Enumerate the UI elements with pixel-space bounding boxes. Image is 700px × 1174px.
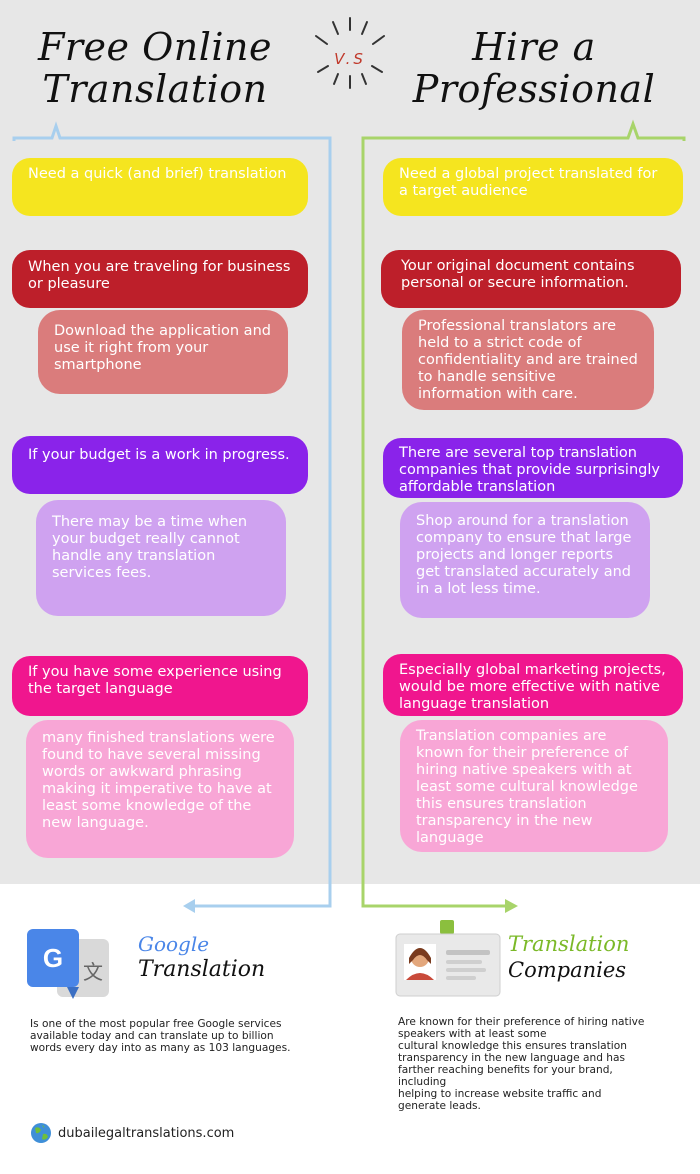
left-card2-text: Download the application and use it righ… <box>54 323 271 373</box>
left-experience-pill: If you have some experience using the ta… <box>12 656 308 716</box>
right-affordable-pill: There are several top translation compan… <box>383 438 683 498</box>
website-link[interactable]: dubailegaltranslations.com <box>58 1126 235 1141</box>
vs-label: V.S <box>334 50 366 68</box>
right-card3-text: Shop around for a translation company to… <box>416 513 632 597</box>
google-translation-title: Google Translation <box>138 931 265 983</box>
right-title-line2: Professional <box>412 67 656 111</box>
right-marketing-pill: Especially global marketing projects, wo… <box>383 654 683 716</box>
left-pill3-text: If your budget is a work in progress. <box>28 447 290 463</box>
tc-word1: Translation <box>508 932 630 956</box>
translation-companies-description: Are known for their preference of hiring… <box>398 1016 645 1112</box>
left-pill2-text: When you are traveling for business or p… <box>28 259 291 292</box>
tc-word2: Companies <box>508 958 627 982</box>
left-title-line2: Translation <box>42 67 268 111</box>
connector-lines <box>12 119 686 913</box>
left-traveling-pill: When you are traveling for business or p… <box>12 250 308 308</box>
translation-companies-title: Translation Companies <box>508 931 629 983</box>
right-secure-info-pill: Your original document contains personal… <box>381 250 681 308</box>
right-shop-around-card: Shop around for a translation company to… <box>400 502 650 618</box>
left-download-app-card: Download the application and use it righ… <box>38 310 288 394</box>
google-description: Is one of the most popular free Google s… <box>30 1018 291 1054</box>
google-translation-word: Translation <box>138 957 266 982</box>
globe-icon <box>31 1123 51 1143</box>
left-pill1-text: Need a quick (and brief) translation <box>28 166 287 182</box>
vs-rays-icon <box>315 17 385 89</box>
right-native-speakers-card: Translation companies are known for thei… <box>400 720 668 852</box>
google-icon-letter: G <box>43 943 63 973</box>
right-title: Hire a Professional <box>404 26 664 110</box>
right-pill3-text: There are several top translation compan… <box>399 445 660 495</box>
left-pill4-text: If you have some experience using the ta… <box>28 664 282 697</box>
right-title-line1: Hire a <box>472 25 596 69</box>
right-confidentiality-card: Professional translators are held to a s… <box>402 310 654 410</box>
right-pill4-text: Especially global marketing projects, wo… <box>399 662 666 712</box>
google-icon-glyph: 文 <box>83 960 103 984</box>
id-badge-icon <box>395 920 501 997</box>
left-card4-text: many finished translations were found to… <box>42 730 275 831</box>
google-translate-icon: G 文 <box>27 929 109 999</box>
left-budget-pill: If your budget is a work in progress. <box>12 436 308 494</box>
right-pill1-text: Need a global project translated for a t… <box>399 166 658 199</box>
right-card2-text: Professional translators are held to a s… <box>418 318 638 402</box>
left-title: Free Online Translation <box>30 26 280 110</box>
right-card4-text: Translation companies are known for thei… <box>416 728 638 846</box>
left-budget-card: There may be a time when your budget rea… <box>36 500 286 616</box>
right-global-project-pill: Need a global project translated for a t… <box>383 158 683 216</box>
left-need-quick-pill: Need a quick (and brief) translation <box>12 158 308 216</box>
right-pill2-text: Your original document contains personal… <box>401 258 635 291</box>
left-experience-card: many finished translations were found to… <box>26 720 294 858</box>
left-title-line1: Free Online <box>38 25 272 69</box>
google-word: Google <box>138 932 210 956</box>
left-card3-text: There may be a time when your budget rea… <box>52 514 248 581</box>
